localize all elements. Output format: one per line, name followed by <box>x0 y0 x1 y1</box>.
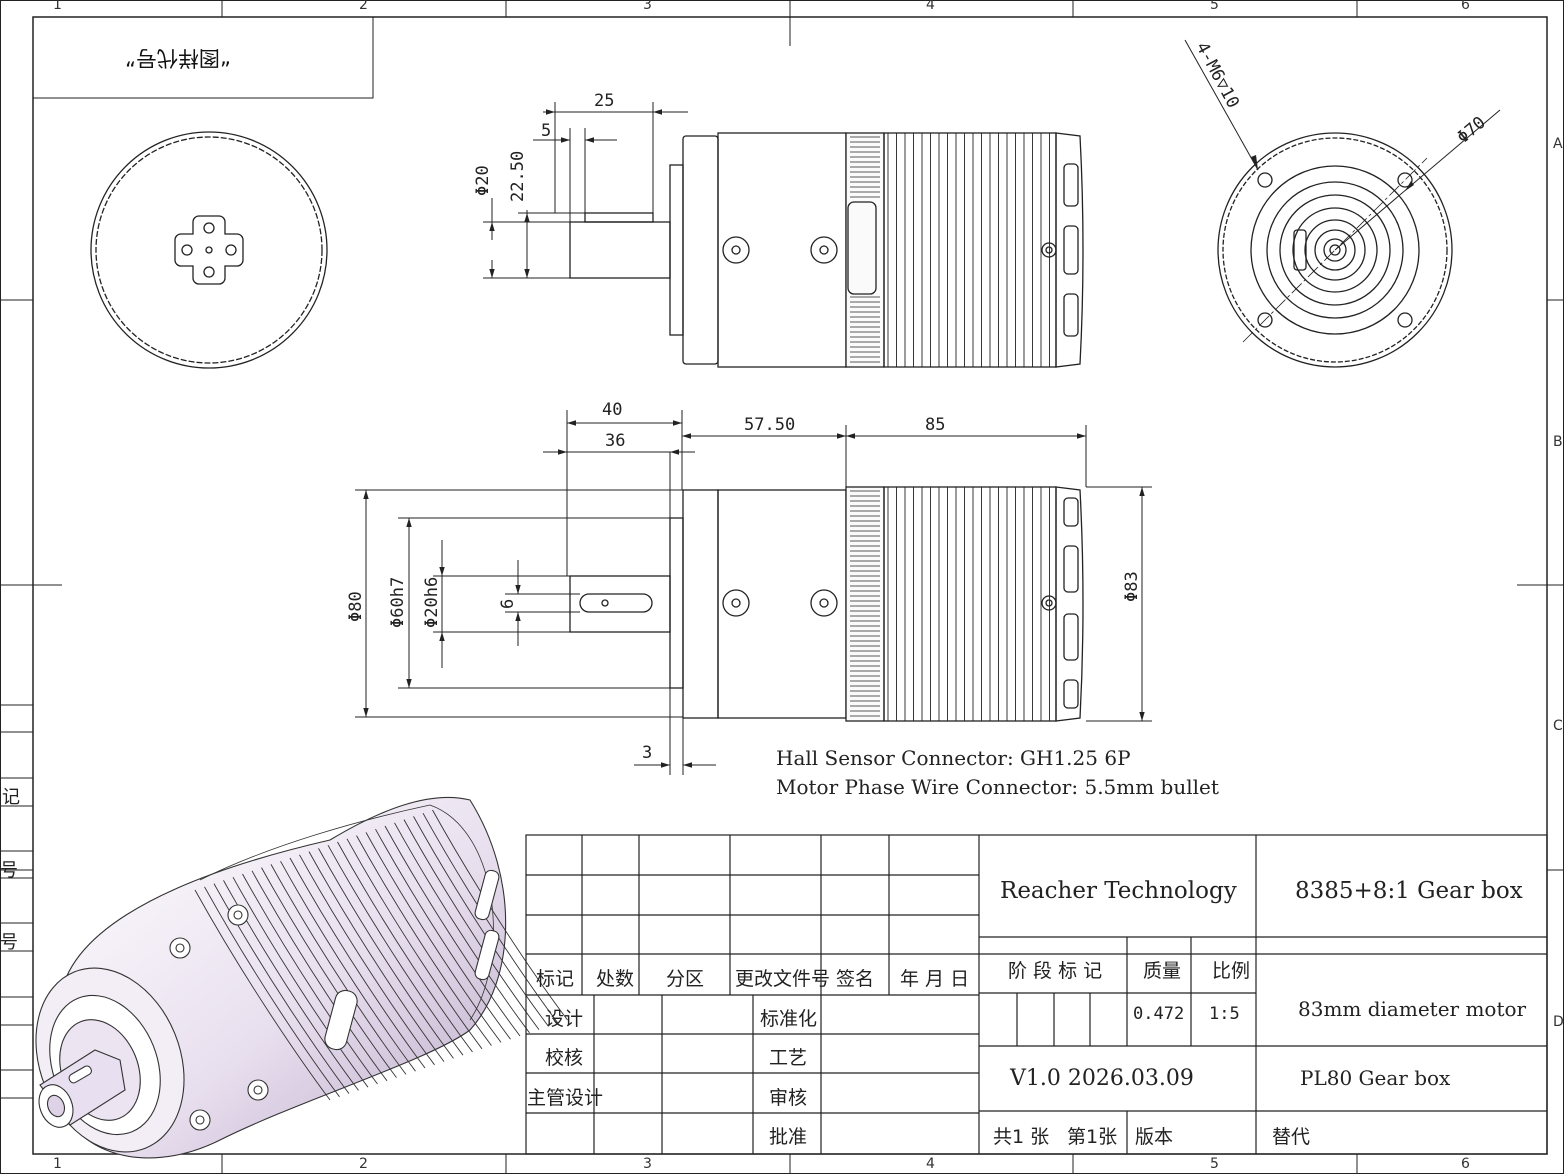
drawing-code-label: “图样代号” <box>125 46 231 70</box>
zone-letter: D <box>1553 1014 1564 1030</box>
zone-number: 2 <box>359 1156 368 1172</box>
rev-header-date: 年 月 日 <box>900 968 970 990</box>
sheets-total: 共1 张 <box>993 1126 1050 1148</box>
zone-number: 1 <box>53 0 62 13</box>
dim-85: 85 <box>925 415 945 435</box>
top-dimensions <box>483 102 688 279</box>
dim-phi60h7: Φ60h7 <box>388 577 408 628</box>
fin-line <box>394 822 530 1034</box>
rev-header-mark: 标记 <box>536 968 575 990</box>
dim-phi20: Φ20 <box>473 165 493 196</box>
strip-label: 号 <box>0 860 18 881</box>
edition-label: 版本 <box>1135 1126 1174 1148</box>
zone-number: 4 <box>926 1156 935 1172</box>
mass-header: 质量 <box>1143 960 1182 982</box>
fin-line <box>318 848 454 1059</box>
dim-57-50: 57.50 <box>744 415 795 435</box>
zone-letter: B <box>1553 434 1563 450</box>
end-view-left <box>90 131 328 369</box>
dim-36: 36 <box>605 431 625 451</box>
version-date: V1.0 2026.03.09 <box>1010 1066 1194 1091</box>
dim-40: 40 <box>602 400 622 420</box>
title-block-grid <box>525 834 1548 1155</box>
dim-phi70: Φ70 <box>1453 113 1489 148</box>
fin-line <box>242 873 378 1085</box>
fin-line <box>356 835 492 1046</box>
dim-6: 6 <box>498 599 518 609</box>
note-hall-sensor: Hall Sensor Connector: GH1.25 6P <box>776 746 1131 770</box>
side-view-front <box>569 486 1084 722</box>
dim-phi83: Φ83 <box>1122 571 1142 602</box>
role-approve: 批准 <box>769 1126 808 1148</box>
fin-line <box>280 860 416 1072</box>
fin-line <box>375 828 511 1040</box>
dim-holes: 4-M6▽10 <box>1192 39 1243 112</box>
gearbox-desc: PL80 Gear box <box>1300 1066 1451 1090</box>
fin-line <box>432 809 568 1021</box>
zone-number: 3 <box>643 1156 652 1172</box>
rev-header-sign: 签名 <box>836 968 875 990</box>
rev-header-zone: 分区 <box>666 968 705 990</box>
role-chief: 主管设计 <box>527 1087 604 1109</box>
strip-label: 号 <box>0 932 18 953</box>
fin-line <box>365 832 502 1043</box>
isometric-render <box>35 796 568 1159</box>
zone-number: 5 <box>1210 0 1219 13</box>
zone-number: 2 <box>359 0 368 13</box>
dim-phi20h6: Φ20h6 <box>422 577 442 628</box>
company-name: Reacher Technology <box>1000 878 1237 904</box>
role-standard: 标准化 <box>760 1008 818 1030</box>
scale-value: 1:5 <box>1209 1004 1240 1024</box>
role-process: 工艺 <box>769 1047 808 1069</box>
front-dimensions <box>355 410 1152 775</box>
product-name: 8385+8:1 Gear box <box>1295 878 1523 904</box>
zone-number: 1 <box>53 1156 62 1172</box>
fin-line <box>270 864 407 1075</box>
side-view-top <box>569 132 1084 368</box>
dim-22-50: 22.50 <box>508 151 528 202</box>
sheet-number: 第1张 <box>1067 1126 1118 1148</box>
strip-label: 记 <box>2 787 20 808</box>
fin-line <box>299 854 435 1066</box>
fin-line <box>403 819 540 1030</box>
fin-line <box>261 867 397 1078</box>
fin-line <box>346 838 483 1050</box>
dim-5: 5 <box>541 121 551 141</box>
dim-25: 25 <box>594 91 614 111</box>
fin-line <box>308 851 445 1062</box>
mass-value: 0.472 <box>1133 1004 1185 1024</box>
fin-line <box>251 870 388 1082</box>
fin-line <box>384 825 521 1037</box>
zone-number: 3 <box>643 0 652 13</box>
rev-header-count: 处数 <box>596 968 635 990</box>
zone-letter: C <box>1553 718 1563 734</box>
rev-header-doc: 更改文件号 <box>735 968 831 990</box>
fin-line <box>232 876 369 1088</box>
role-review: 审核 <box>769 1087 808 1109</box>
note-phase-wire: Motor Phase Wire Connector: 5.5mm bullet <box>776 775 1219 799</box>
fin-line <box>337 841 473 1053</box>
fin-line <box>289 857 426 1069</box>
motor-desc: 83mm diameter motor <box>1298 997 1527 1021</box>
stage-mark-header: 阶 段 标 记 <box>1008 960 1103 982</box>
replace-label: 替代 <box>1272 1126 1311 1148</box>
dim-3: 3 <box>642 743 652 763</box>
zone-letter: A <box>1553 136 1563 152</box>
zone-number: 6 <box>1461 0 1470 13</box>
zone-number: 4 <box>926 0 935 13</box>
fin-line <box>327 844 464 1056</box>
dim-phi80: Φ80 <box>346 591 366 622</box>
scale-header: 比例 <box>1212 960 1251 982</box>
dimension-labels: 25 5 Φ20 22.50 40 36 57.50 85 Φ80 Φ60h7 … <box>346 39 1490 763</box>
end-view-right <box>1184 39 1501 368</box>
fin-line <box>204 886 340 1098</box>
fin-line <box>194 889 331 1101</box>
zone-number: 6 <box>1461 1156 1470 1172</box>
role-check: 校核 <box>545 1047 584 1069</box>
role-design: 设计 <box>545 1008 584 1030</box>
zone-number: 5 <box>1210 1156 1219 1172</box>
